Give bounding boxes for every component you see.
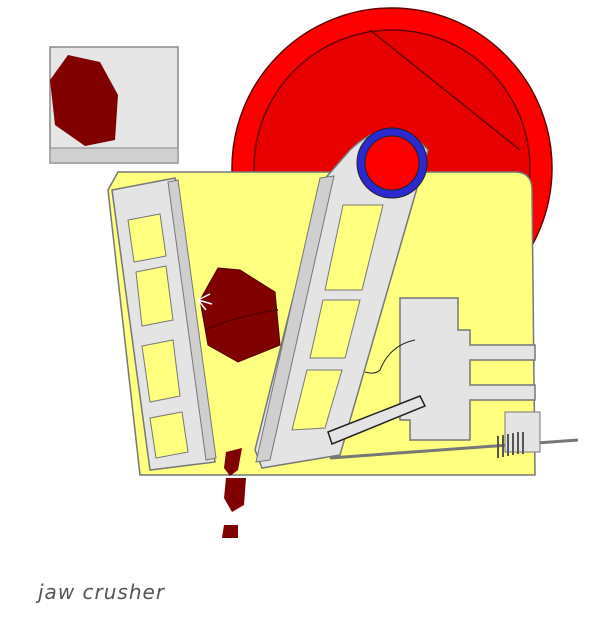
swing-jaw [254,129,429,469]
toggle-plate [327,395,427,445]
feed-rock [50,55,118,146]
eccentric-shaft [356,127,428,199]
caption: jaw crusher [38,580,166,604]
tension-rod [329,411,579,460]
toggle-block [364,297,536,441]
spring [497,432,524,458]
rock [197,267,281,363]
fixed-jaw [111,177,217,471]
feed-inset [49,46,179,164]
crushed-fragments [222,448,246,538]
